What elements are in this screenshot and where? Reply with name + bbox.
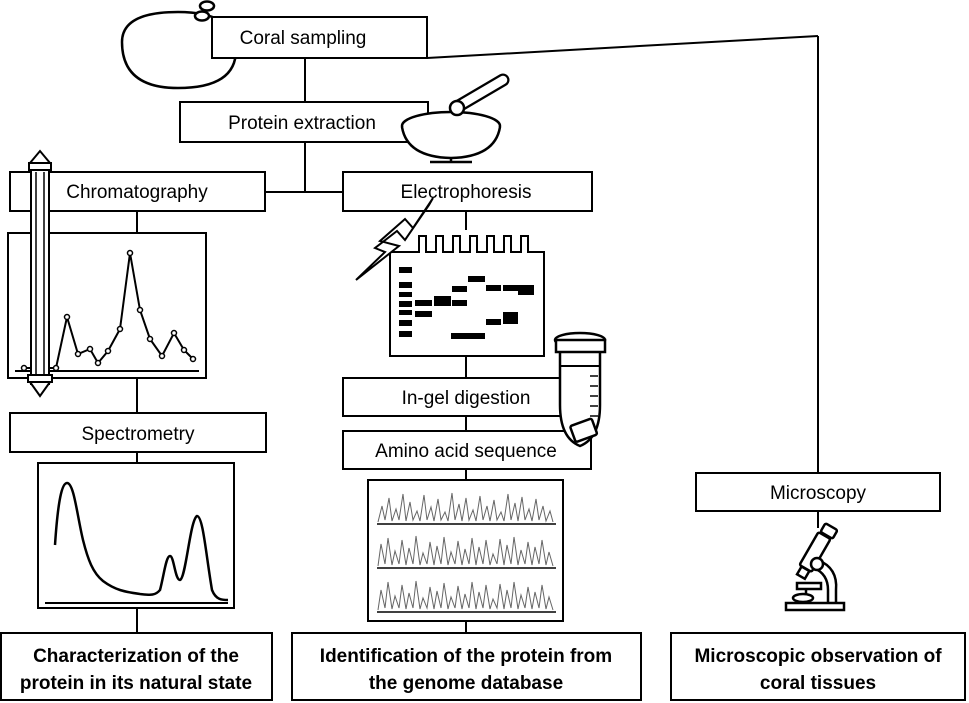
electrophoresis-box: Electrophoresis <box>342 171 593 212</box>
microscopy-box: Microscopy <box>695 472 941 512</box>
lightning-icon <box>355 197 434 281</box>
outcome-identification: Identification of the protein from the g… <box>291 632 642 701</box>
electrophoresis-label: Electrophoresis <box>401 182 532 203</box>
outcome-microscopic-line-2: coral tissues <box>760 673 876 694</box>
spectrometry-box: Spectrometry <box>9 412 267 453</box>
outcome-characterization-line-2: protein in its natural state <box>20 673 252 694</box>
gel-icon <box>389 235 545 357</box>
trace-row-1 <box>377 492 554 523</box>
microscope-icon <box>784 522 846 612</box>
protein-extraction-box: Protein extraction <box>179 101 429 143</box>
connectors <box>136 35 819 633</box>
chromatography-label: Chromatography <box>66 182 208 203</box>
in-gel-digestion-box: In-gel digestion <box>342 377 592 417</box>
protein-extraction-label: Protein extraction <box>228 113 376 134</box>
chromatography-box: Chromatography <box>9 171 266 212</box>
outcome-characterization-line-1: Characterization of the <box>33 646 239 667</box>
trace-row-3 <box>377 580 554 611</box>
coral-sampling-box: Coral sampling <box>211 16 428 59</box>
spectrometry-label: Spectrometry <box>82 424 195 445</box>
sequence-traces-panel <box>367 479 564 622</box>
outcome-microscopic: Microscopic observation of coral tissues <box>670 632 966 701</box>
spectrum-panel <box>37 462 235 609</box>
mortar-pestle-icon <box>400 73 510 164</box>
outcome-identification-line-2: the genome database <box>369 673 563 694</box>
chromatography-column-icon <box>27 149 53 398</box>
coral-sampling-label: Coral sampling <box>240 28 367 49</box>
microscopy-label: Microscopy <box>770 483 867 504</box>
outcome-identification-line-1: Identification of the protein from <box>320 646 612 667</box>
coral-icon <box>120 0 238 90</box>
outcome-characterization: Characterization of the protein in its n… <box>0 632 273 701</box>
amino-acid-sequence-box: Amino acid sequence <box>342 430 592 470</box>
trace-row-2 <box>377 535 554 567</box>
outcome-microscopic-line-1: Microscopic observation of <box>694 646 942 667</box>
test-tube-icon <box>553 331 607 448</box>
in-gel-digestion-label: In-gel digestion <box>402 388 531 409</box>
amino-acid-sequence-label: Amino acid sequence <box>375 441 557 462</box>
